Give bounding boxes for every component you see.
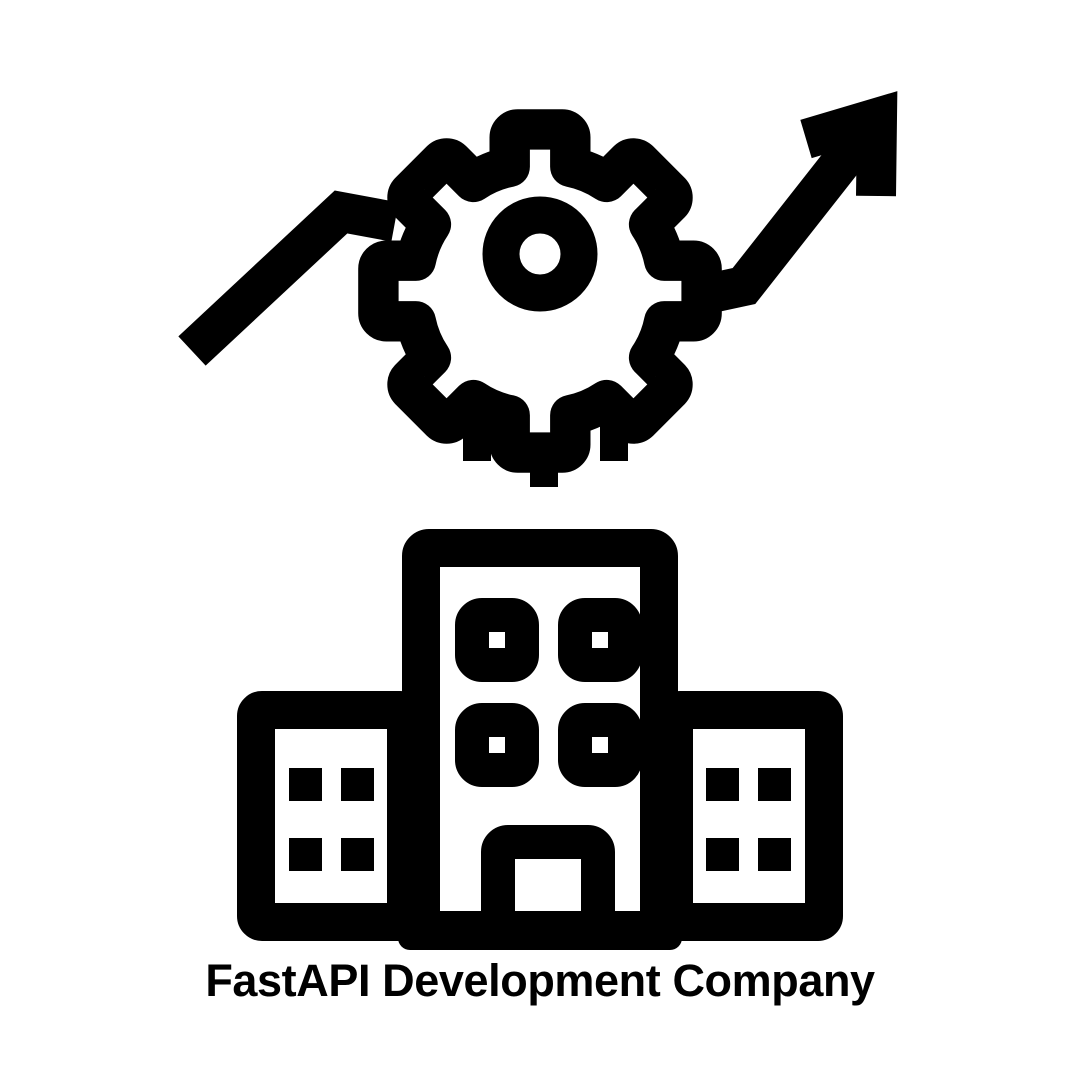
dash-right: [600, 408, 628, 461]
growth-arrowhead-icon: [800, 91, 898, 197]
building-door: [481, 825, 615, 935]
tower-window-3: [455, 703, 539, 787]
office-building-icon: [237, 529, 843, 950]
tower-window-1: [455, 598, 539, 682]
dash-left: [463, 408, 491, 461]
right-window-4: [758, 838, 791, 871]
tower-window-2: [558, 598, 642, 682]
building-base-bar: [398, 919, 682, 950]
gear-hub-icon: [482, 196, 598, 312]
trend-line-icon: [178, 190, 399, 366]
tower-windows: [455, 598, 642, 787]
left-wing-windows: [289, 768, 374, 871]
left-window-4: [341, 838, 374, 871]
left-window-3: [289, 838, 322, 871]
dash-center: [530, 434, 558, 487]
left-window-2: [341, 768, 374, 801]
right-window-2: [758, 768, 791, 801]
right-window-1: [706, 768, 739, 801]
tower-window-4: [558, 703, 642, 787]
transfer-dashes-icon: [463, 408, 628, 487]
left-window-1: [289, 768, 322, 801]
right-wing-windows: [706, 768, 791, 871]
right-window-3: [706, 838, 739, 871]
gear-icon: [358, 109, 722, 473]
